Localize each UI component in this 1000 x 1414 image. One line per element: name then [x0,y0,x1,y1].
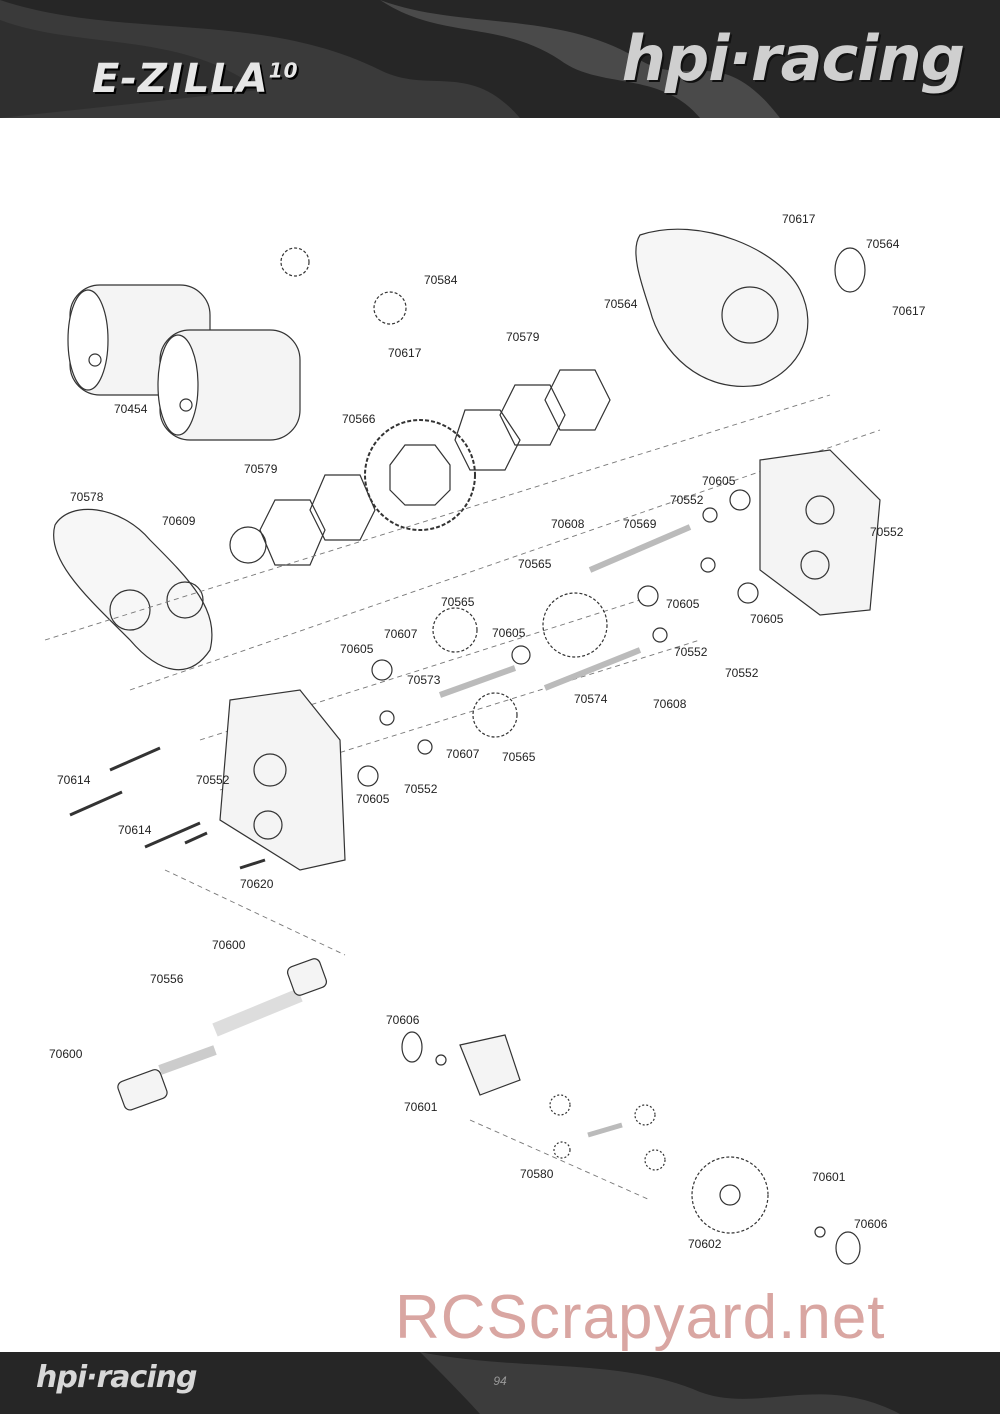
part-label: 70617 [782,212,816,226]
part-label: 70552 [670,493,704,507]
part-label: 70605 [492,626,526,640]
pinion-gears [280,247,407,325]
part-label: 70573 [407,673,441,687]
part-label: 70579 [244,462,278,476]
part-label: 70608 [551,517,585,531]
exploded-diagram [44,228,881,1265]
bearings [357,489,759,787]
watermark: RCScrapyard.net [395,1283,886,1352]
footer-flame-graphic [420,1352,900,1414]
brand-logo: hpi·racing [621,22,965,95]
part-label: 70565 [518,557,552,571]
part-label: 70605 [666,597,700,611]
part-label: 70580 [520,1167,554,1181]
part-label: 70609 [162,514,196,528]
part-label: 70564 [604,297,638,311]
part-label: 70606 [386,1013,420,1027]
screws [69,746,266,870]
slipper-plates [229,369,611,566]
part-label: 70579 [506,330,540,344]
part-label: 70584 [424,273,458,287]
page-header: E-ZILLA10 hpi·racing [0,0,1000,118]
part-label: 70578 [70,490,104,504]
product-logo: E-ZILLA10 [92,56,299,102]
part-label: 70601 [812,1170,846,1184]
part-label: 70617 [892,304,926,318]
part-label: 70605 [340,642,374,656]
differential [401,1031,861,1265]
part-label: 70602 [688,1237,722,1251]
footer-brand-logo: hpi·racing [36,1360,197,1395]
part-label: 70614 [57,773,91,787]
part-label: 70552 [196,773,230,787]
part-label: 70574 [574,692,608,706]
part-label: 70608 [653,697,687,711]
part-label: 70605 [702,474,736,488]
motor-plate [53,508,213,671]
part-label: 70552 [725,666,759,680]
flame-graphic [0,0,780,118]
part-label: 70552 [674,645,708,659]
part-label: 70454 [114,402,148,416]
part-label: 70565 [441,595,475,609]
part-label: 70556 [150,972,184,986]
part-label: 70600 [212,938,246,952]
part-label: 70607 [446,747,480,761]
part-label: 70552 [870,525,904,539]
page-number: 94 [493,1374,507,1388]
part-label: 70606 [854,1217,888,1231]
gearbox-cover [635,228,809,387]
spur-gear [364,419,476,531]
part-label: 70566 [342,412,376,426]
part-label: 70600 [49,1047,83,1061]
part-label: 70564 [866,237,900,251]
part-label: 70617 [388,346,422,360]
transmission-gears [432,524,692,738]
gearbox-half-right [759,449,881,616]
part-label: 70569 [623,517,657,531]
part-label: 70565 [502,750,536,764]
part-label: 70601 [404,1100,438,1114]
part-label: 70552 [404,782,438,796]
driveshaft [117,958,328,1111]
part-label: 70607 [384,627,418,641]
part-label: 70605 [750,612,784,626]
motor-illustration [67,284,301,441]
part-label: 70614 [118,823,152,837]
part-label: 70620 [240,877,274,891]
page-footer: hpi·racing 94 [0,1352,1000,1414]
part-label: 70605 [356,792,390,806]
